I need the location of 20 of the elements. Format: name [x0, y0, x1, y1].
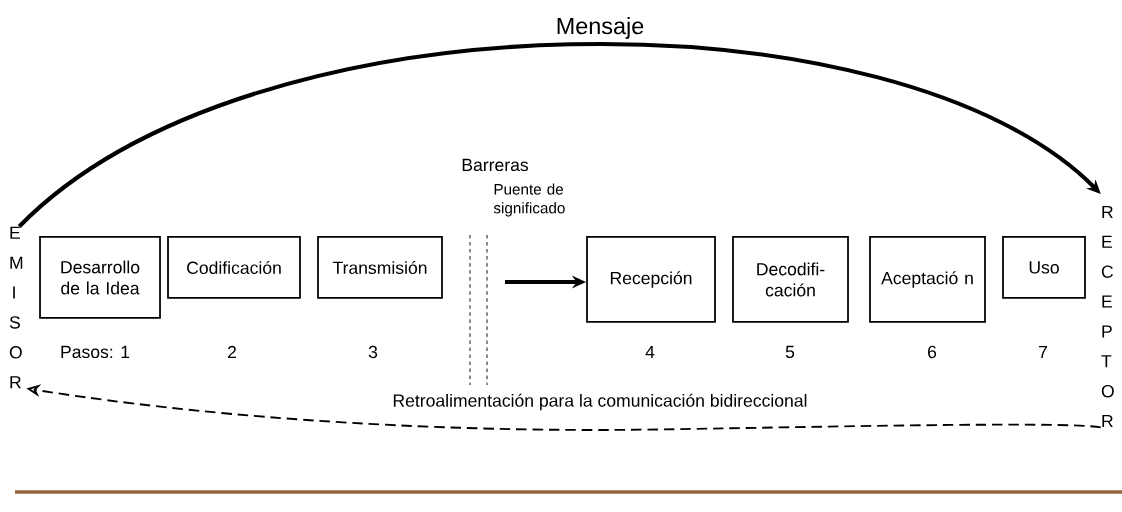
process-box: Uso — [1002, 236, 1086, 299]
process-box: Desarrollo de la Idea — [39, 236, 161, 319]
step-number: 4 — [645, 345, 655, 359]
barrier-label: Barreras — [462, 158, 529, 172]
step-number: 2 — [228, 345, 236, 359]
vertical-label: R E C E P T O R — [1101, 205, 1114, 428]
step-number: 3 — [368, 345, 378, 359]
process-box: Decodifi- cación — [732, 236, 849, 323]
step-number: 5 — [785, 345, 795, 359]
annotation-text: Puente de significado — [493, 183, 565, 217]
process-box: Transmisión — [317, 236, 443, 299]
process-box: Aceptació n — [869, 236, 986, 323]
vertical-label: E M I S O R — [9, 226, 23, 389]
step-number: Pasos: 1 — [61, 345, 130, 359]
edge-label: Mensaje — [557, 17, 644, 39]
step-number: 7 — [1039, 345, 1047, 359]
step-number: 6 — [928, 345, 937, 359]
edge-label: Retroalimentación para la comunicación bidireccional — [393, 393, 807, 411]
process-box: Recepción — [586, 236, 716, 323]
process-box: Codificación — [167, 236, 301, 299]
